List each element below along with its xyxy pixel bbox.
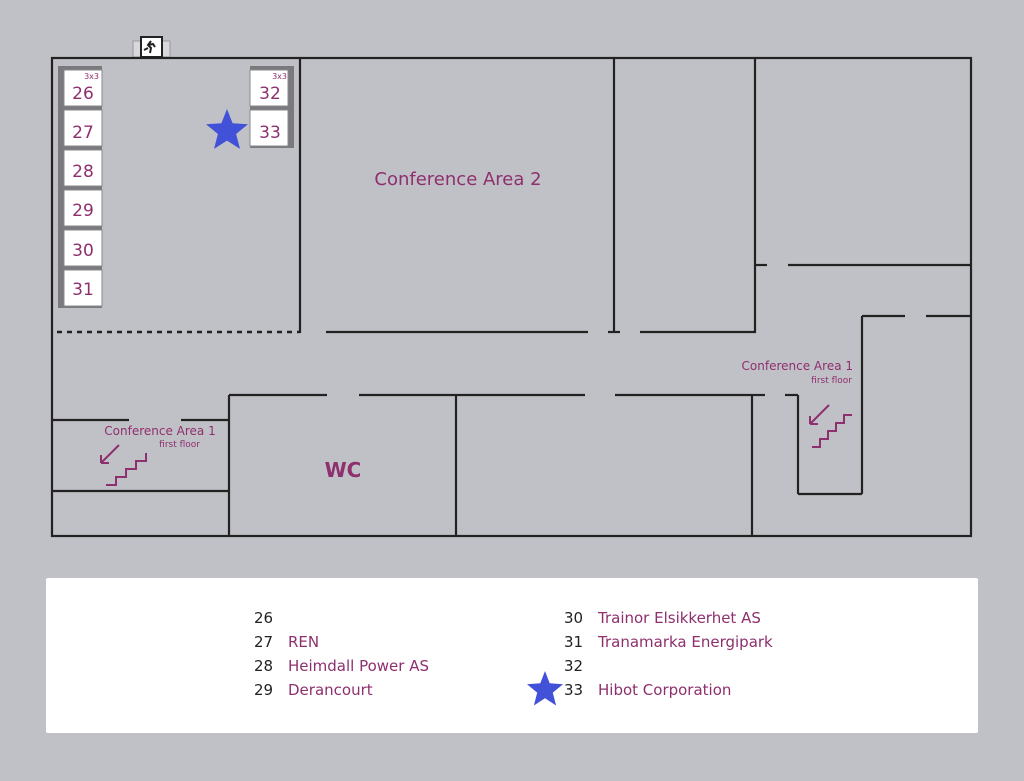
booth-number: 26 [72,84,94,104]
legend-item[interactable]: 30 Trainor Elsikkerhet AS [564,606,761,630]
booth-size-label: 3x3 [272,72,287,81]
booth-number: 27 [72,123,94,143]
booth-number: 28 [72,162,94,182]
booth-number: 31 [72,280,94,300]
booth-size-label: 3x3 [84,72,99,81]
booth-30[interactable]: 30 [63,229,103,267]
legend-panel: 26 27 REN 28 Heimdall Power AS 29 Derancour… [46,578,978,733]
legend-item[interactable]: 28 Heimdall Power AS [254,654,429,678]
booth-33[interactable]: 33 [249,109,289,147]
booth-29[interactable]: 29 [63,189,103,227]
booth-28[interactable]: 28 [63,149,103,187]
legend-exhibitor: Trainor Elsikkerhet AS [598,609,761,627]
booth-number: 29 [72,201,94,221]
conference-area-2-label: Conference Area 2 [374,169,541,190]
legend-exhibitor: Heimdall Power AS [288,657,430,675]
wc-label: WC [325,458,362,482]
legend-exhibitor: Tranamarka Energipark [598,633,773,651]
legend-number: 26 [254,609,274,627]
legend-number: 29 [254,681,274,699]
legend-item[interactable]: 26 [254,606,288,630]
stairs-down-icon [809,404,852,448]
legend-number: 28 [254,657,274,675]
legend-exhibitor: REN [288,633,320,651]
booth-number: 33 [259,123,281,143]
walls [50,56,973,538]
legend-item[interactable]: 27 REN [254,630,319,654]
booth-32[interactable]: 3x3 32 [249,69,289,107]
stairs-down-icon [100,444,147,486]
legend-number: 33 [564,681,584,699]
booth-number: 32 [259,84,281,104]
booth-number: 30 [72,241,94,261]
legend-item[interactable]: 31 Tranamarka Energipark [564,630,773,654]
legend-exhibitor: Hibot Corporation [598,681,732,699]
stairs-label: Conference Area 1 [742,359,853,373]
legend-number: 32 [564,657,584,675]
legend-number: 31 [564,633,584,651]
legend-item[interactable]: 29 Derancourt [254,678,373,702]
legend-exhibitor: Derancourt [288,681,373,699]
legend-item[interactable]: 33 Hibot Corporation [564,678,731,702]
stairs-sublabel: first floor [159,440,200,450]
booth-27[interactable]: 27 [63,109,103,147]
booth-26[interactable]: 3x3 26 [63,69,103,107]
stairs-label: Conference Area 1 [104,424,215,438]
star-icon [527,671,563,706]
stairs-sublabel: first floor [811,376,852,386]
emergency-exit-icon [132,36,171,58]
star-icon [206,109,248,149]
legend-number: 30 [564,609,584,627]
booth-31[interactable]: 31 [63,269,103,307]
floor-plan: 3x3 26 27 28 29 30 31 3x3 32 33 Conferen… [50,36,973,538]
legend-item[interactable]: 32 [564,654,598,678]
legend-number: 27 [254,633,274,651]
